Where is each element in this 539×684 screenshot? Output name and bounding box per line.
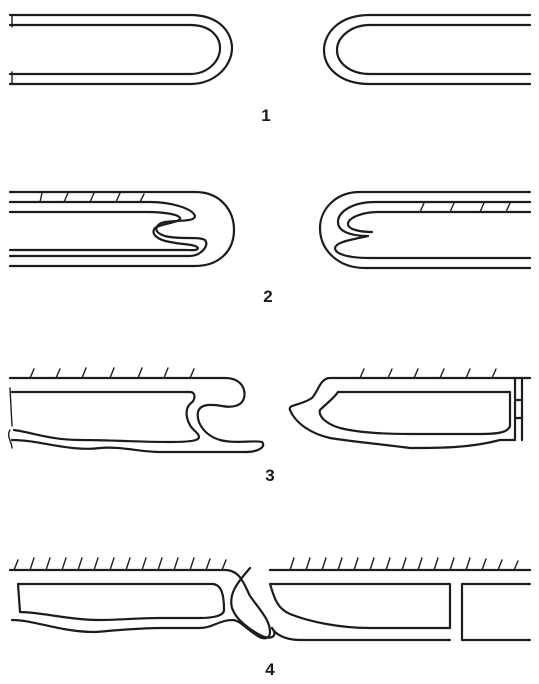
- stage-4-label: 4: [250, 660, 290, 680]
- stage-2-label: 2: [248, 287, 288, 307]
- stage-3-right-cell: [290, 369, 530, 448]
- stage-3-label: 3: [250, 466, 290, 486]
- stage-3-left-cell: [9, 368, 264, 452]
- stage-4-cell-row: [10, 558, 530, 640]
- stage-1-label: 1: [246, 106, 286, 126]
- stage-2-left-fold: [10, 192, 234, 266]
- stage-1-left-fold: [10, 15, 232, 84]
- stage-2-right-fold: [320, 192, 530, 268]
- stage-1-right-fold: [324, 15, 530, 84]
